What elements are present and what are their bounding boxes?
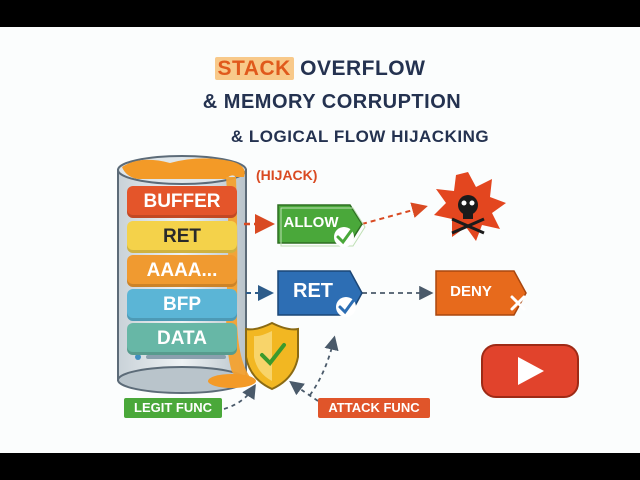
play-icon[interactable] [0, 27, 640, 453]
skull-icon [434, 172, 506, 241]
layer-label: BUFFER [143, 191, 221, 212]
layer-label: BFP [163, 294, 201, 315]
stack-layer-data: DATA [127, 323, 237, 355]
allow-label: ALLOW [283, 214, 339, 231]
ret-label: RET [293, 280, 333, 302]
legit-func-label: LEGIT FUNC [124, 398, 222, 418]
layer-label: AAAA... [146, 260, 218, 281]
title-line-2: & MEMORY CORRUPTION [202, 91, 462, 113]
title-line-1-rest: OVERFLOW [293, 57, 426, 80]
stack-layer-aaaa: AAAA... [127, 255, 237, 287]
check-icon [334, 227, 354, 247]
title-line-3: & LOGICAL FLOW HIJACKING [230, 127, 490, 146]
deny-label: DENY [450, 283, 492, 300]
diagram-canvas: STACK OVERFLOW & MEMORY CORRUPTION & LOG… [0, 27, 640, 453]
layer-label: RET [163, 226, 201, 247]
layer-label: DATA [157, 328, 207, 349]
title-highlight: STACK [214, 57, 294, 80]
shield-check-icon [245, 321, 299, 391]
stack-layer-buffer: BUFFER [127, 186, 237, 218]
title-line-1: STACK OVERFLOW [0, 57, 640, 81]
attack-func-label: ATTACK FUNC [318, 398, 430, 418]
check-icon [336, 297, 356, 317]
flow-arrows [223, 202, 434, 410]
stack-layer-bfp: BFP [127, 289, 237, 321]
x-icon [510, 295, 526, 311]
stack-layer-ret: RET [127, 221, 237, 253]
hijack-label: (HIJACK) [256, 167, 318, 183]
